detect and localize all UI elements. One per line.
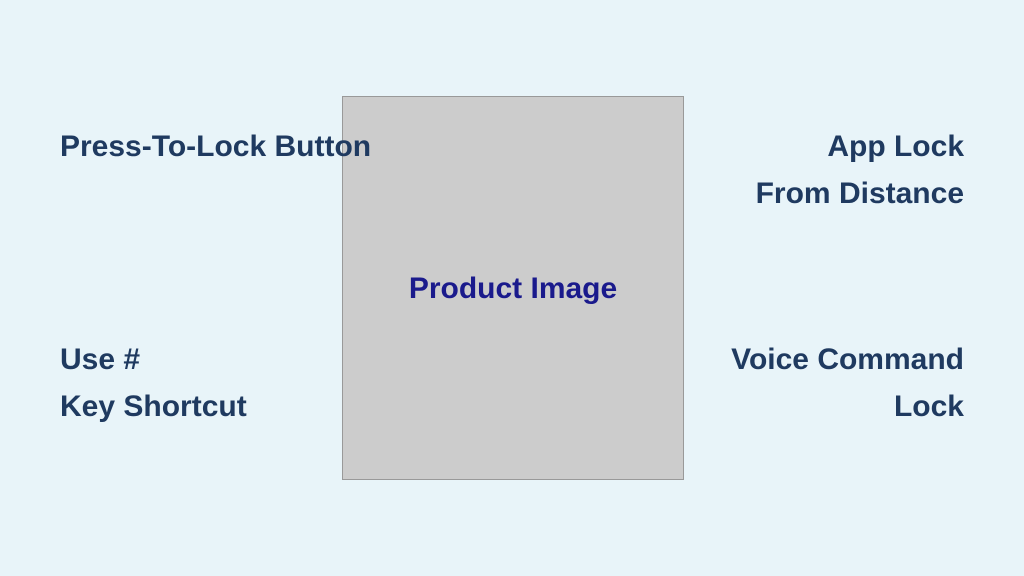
- feature-line: Key Shortcut: [60, 390, 247, 423]
- feature-line: Use #: [60, 343, 141, 376]
- feature-line: App Lock: [827, 130, 964, 163]
- feature-key-shortcut: Use # Key Shortcut: [60, 336, 247, 430]
- feature-line: Lock: [893, 390, 964, 423]
- feature-line: Voice Command: [731, 343, 964, 376]
- feature-line: Press-To-Lock Button: [60, 130, 372, 163]
- feature-voice-command: Voice Command Lock: [731, 336, 964, 430]
- feature-press-to-lock: Press-To-Lock Button: [60, 123, 371, 170]
- product-image-label: Product Image: [408, 272, 618, 305]
- feature-line: From Distance: [755, 177, 964, 210]
- feature-app-lock: App Lock From Distance: [756, 123, 964, 217]
- product-image-placeholder: Product Image: [342, 96, 684, 480]
